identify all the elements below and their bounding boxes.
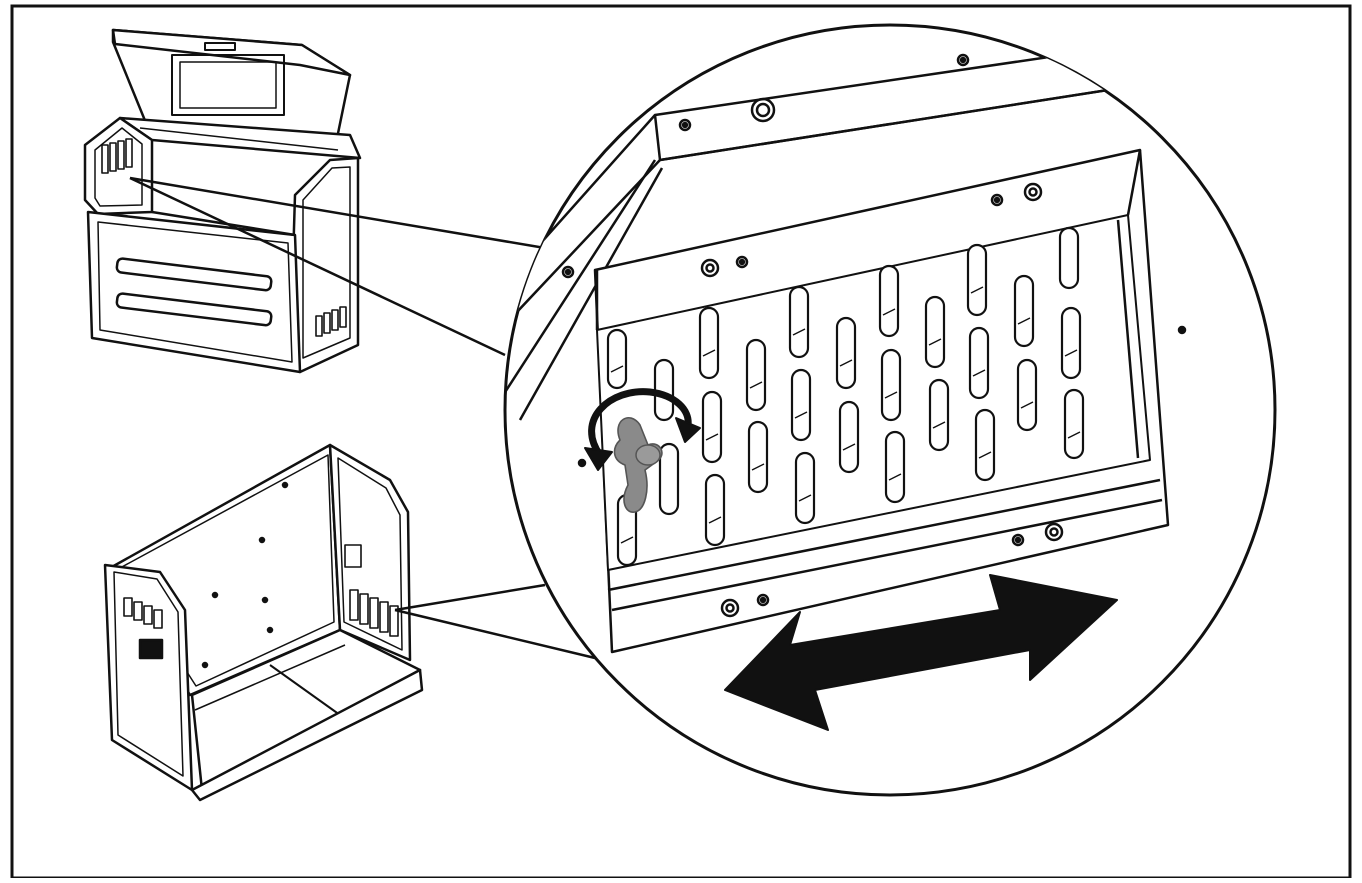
- front-slot-lower: [115, 292, 273, 327]
- detail-top-screws: [561, 53, 970, 279]
- frame-label-plate: [138, 638, 164, 660]
- wing-nut-icon: [613, 417, 663, 513]
- enclosure-front: [86, 210, 302, 374]
- frame-bracket: [344, 544, 399, 637]
- lid-handle: [204, 42, 236, 51]
- callout-line-top-lower: [129, 176, 506, 357]
- callout-line-bottom-upper: [394, 583, 546, 612]
- enclosure-right-panel: [288, 156, 360, 374]
- enclosure-top-view: [83, 28, 362, 374]
- detail-slots: [606, 226, 1085, 567]
- right-panel-vent: [315, 306, 347, 337]
- frame-left-wall: [103, 563, 194, 792]
- frame-vent: [123, 597, 163, 629]
- callout-lines: [129, 176, 596, 660]
- rotate-arrow-icon: [584, 388, 701, 471]
- enclosure-bottom-view: [103, 443, 424, 802]
- double-headed-arrow-icon: [724, 574, 1118, 731]
- front-slot-upper: [115, 257, 273, 292]
- callout-line-top-upper: [129, 176, 546, 250]
- left-panel-vent: [101, 138, 133, 174]
- detail-plate-screws: [577, 182, 1187, 618]
- callout-line-bottom-lower: [394, 608, 596, 660]
